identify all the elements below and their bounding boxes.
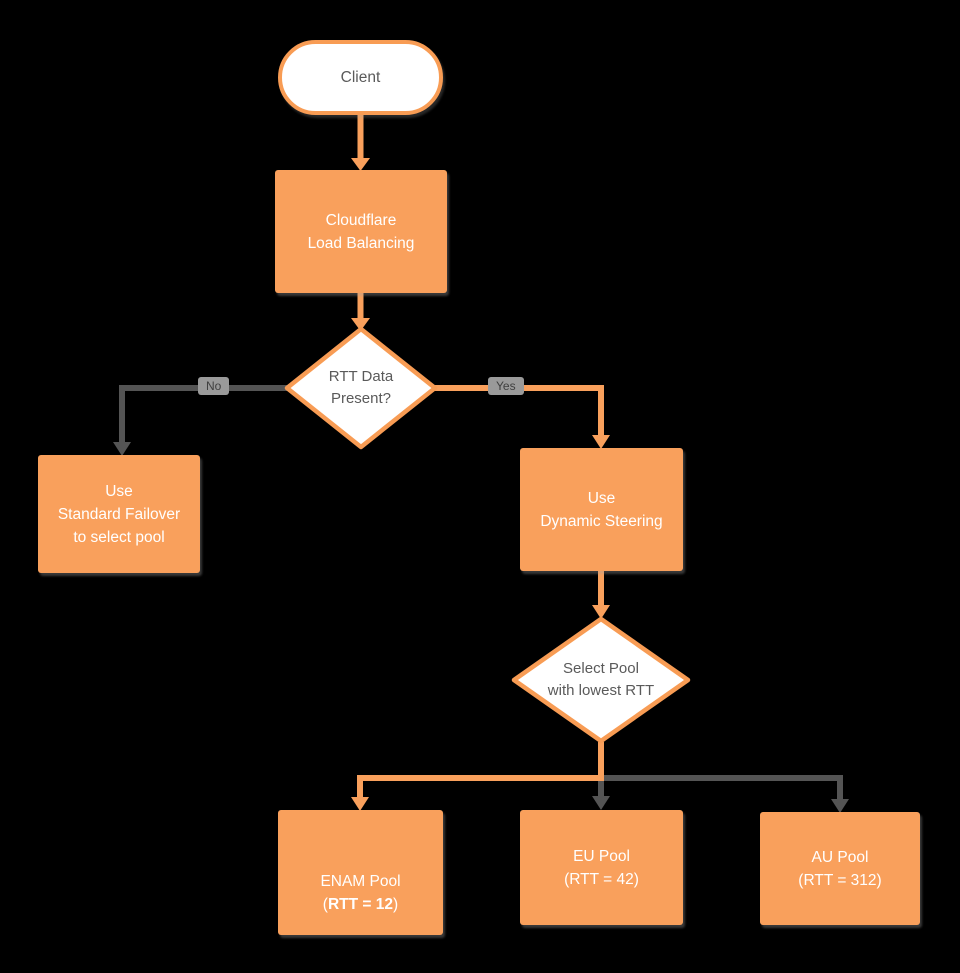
arrowhead-au-pool (831, 799, 849, 813)
arrowhead-rtt-decision (351, 318, 370, 331)
arrowhead-enam-pool (351, 797, 369, 811)
rtt-decision-label: RTT Data Present? (328, 368, 394, 407)
edge-no-to-standard-failover (119, 385, 287, 443)
edge-label-yes: Yes (488, 377, 524, 395)
edge-select-pool-to-au (604, 775, 843, 800)
edge-yes-to-dynamic-steering (435, 385, 604, 436)
eu-pool-node: EU Pool (RTT = 42) (520, 810, 683, 925)
edge-select-pool-to-enam (357, 742, 604, 798)
arrowhead-dynamic-steering (592, 435, 610, 449)
enam-pool-rtt: (RTT = 12) (322, 896, 399, 913)
arrowhead-select-pool (592, 605, 610, 619)
arrowhead-loadbalancer (351, 158, 370, 171)
load-balancer-node: Cloudflare Load Balancing (275, 170, 447, 293)
select-pool-diamond (511, 616, 691, 744)
arrowhead-eu-pool (592, 796, 610, 810)
select-pool-label: Select Pool with lowest RTT (547, 660, 655, 699)
arrowhead-standard-failover (113, 442, 131, 456)
client-node: Client (278, 40, 443, 115)
au-pool-node: AU Pool (RTT = 312) (760, 812, 920, 925)
edge-label-no: No (198, 377, 230, 395)
enam-pool-title: ENAM Pool (320, 873, 401, 890)
enam-pool-node: ENAM Pool (RTT = 12) (278, 810, 443, 935)
rtt-decision-diamond (284, 326, 438, 450)
dynamic-steering-node: Use Dynamic Steering (520, 448, 683, 571)
standard-failover-node: Use Standard Failover to select pool (38, 455, 200, 573)
